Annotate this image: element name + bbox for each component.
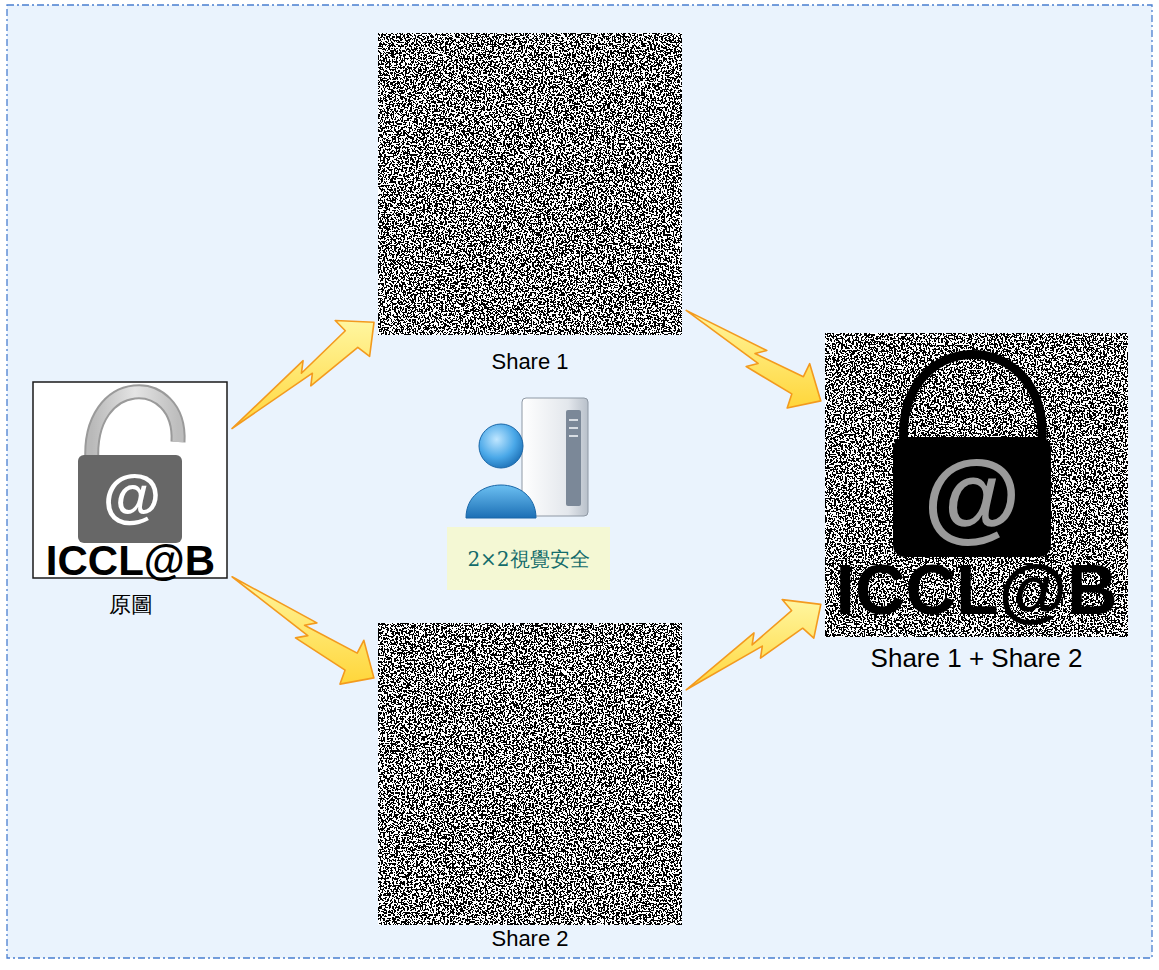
result-label: Share 1 + Share 2 — [825, 645, 1128, 671]
share-image: Share 1 — [378, 33, 682, 378]
process-box: 2×2視覺安全 — [447, 527, 610, 590]
server-slot — [569, 435, 578, 437]
result-image: @ ICCL@B Share 1 + Share 2 — [825, 333, 1128, 678]
logo-text: ICCL@B — [33, 540, 228, 582]
result-lock-body — [893, 437, 1051, 557]
person-body — [466, 485, 536, 518]
lightning-arrow — [686, 600, 821, 690]
server-panel — [566, 410, 581, 506]
lock-symbol: @ — [897, 445, 1047, 545]
lightning-arrow — [232, 577, 374, 684]
stacked-noise — [825, 333, 1128, 637]
flow-arrow — [232, 321, 374, 429]
lock-shackle-edge — [92, 392, 178, 462]
noise-share — [378, 623, 682, 925]
lightning-arrow — [232, 321, 374, 429]
server-slot — [569, 419, 578, 421]
server-slot — [569, 427, 578, 429]
lock-shackle — [92, 392, 178, 462]
person-head — [479, 424, 523, 468]
server-tower — [522, 398, 588, 516]
lock-body — [78, 455, 182, 543]
flow-arrow — [686, 310, 821, 408]
box-label: 2×2視覺安全 — [467, 547, 589, 571]
noise-share — [378, 33, 682, 335]
flow-arrow — [686, 600, 821, 690]
lock-symbol: @ — [82, 466, 182, 526]
frame-panel — [7, 5, 1152, 958]
flow-arrow — [232, 577, 374, 684]
share-image: Share 2 — [378, 623, 682, 955]
logo-text: ICCL@B — [825, 555, 1128, 625]
image-caption: 原圖 — [33, 594, 228, 616]
result-shackle — [904, 354, 1043, 446]
lightning-arrow — [686, 310, 821, 408]
share-label: Share 1 — [378, 351, 682, 373]
original-image: @ ICCL@B 原圖 — [33, 382, 228, 627]
share-label: Share 2 — [378, 928, 682, 950]
